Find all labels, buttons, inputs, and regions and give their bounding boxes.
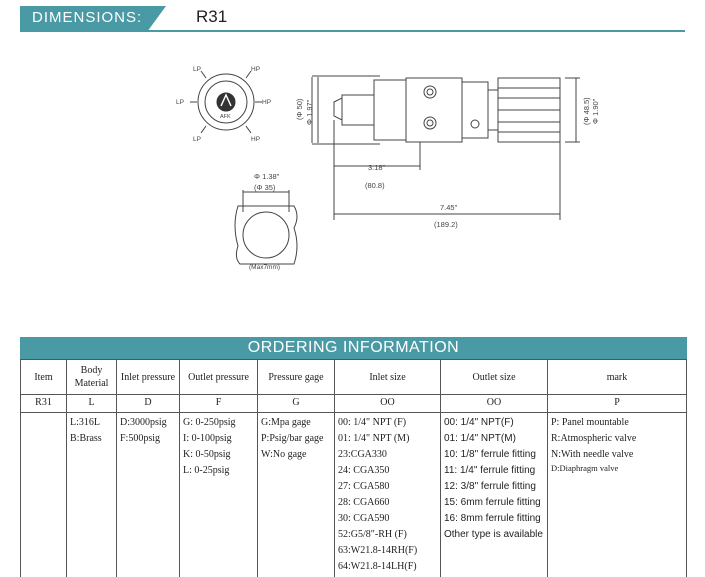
options-mark: P: Panel mountable R:Atmospheric valve N… [547,412,687,577]
list-item: 11: 1/4" ferrule fitting [444,465,536,476]
code-outlet-pressure: F [179,394,258,413]
list-item: F:500psig [120,433,161,444]
panel-hole-dim-mm: (Φ 35) [254,183,276,192]
list-item: R:Atmospheric valve [551,433,637,444]
body-diameter-mm: (Φ 50) [295,98,304,120]
length1-in: 3.18" [368,163,386,172]
list-item: I: 0-100psig [183,433,232,444]
list-item: 10: 1/8" ferrule fitting [444,449,536,460]
list-item: 30: CGA590 [338,513,390,524]
list-item: G: 0-250psig [183,417,236,428]
list-item: B:Brass [70,433,102,444]
gauge-brand: AFK [220,114,231,120]
gauge-front-view [190,70,262,134]
list-item: 27: CGA580 [338,481,390,492]
gauge-label-lp-top: LP [193,66,201,73]
list-item: 15: 6mm ferrule fitting [444,497,541,508]
code-mark: P [547,394,687,413]
model-code: R31 [196,7,228,26]
table-code-row: R31 L D F G OO OO P [20,394,687,413]
col-header-outlet-size: Outlet size [440,359,548,395]
length1-mm: (80.8) [365,181,385,190]
length2-mm: (189.2) [434,220,458,229]
list-item: K: 0-50psig [183,449,231,460]
table-options-row: L:316L B:Brass D:3000psig F:500psig G: 0… [20,412,687,577]
table-header-row: Item Body Material Inlet pressure Outlet… [20,359,687,395]
list-item: 00: 1/4" NPT(F) [444,417,514,428]
list-item: 52:G5/8"-RH (F) [338,529,407,540]
section-header: DIMENSIONS: R31 [20,6,685,34]
gauge-label-lp-left: LP [176,99,184,106]
code-body-material: L [66,394,117,413]
options-body-material: L:316L B:Brass [66,412,117,577]
gauge-label-hp-right: HP [262,99,271,106]
ordering-table: Item Body Material Inlet pressure Outlet… [20,359,687,577]
code-outlet-size: OO [440,394,548,413]
gauge-label-lp-bottom: LP [193,136,201,143]
col-header-item: Item [20,359,67,395]
col-header-mark: mark [547,359,687,395]
regulator-side-view [311,75,580,220]
outlet-diameter-mm: (Φ 48.5) [582,97,591,125]
options-inlet-size: 00: 1/4" NPT (F) 01: 1/4" NPT (M) 23:CGA… [334,412,441,577]
list-item: D:3000psig [120,417,167,428]
list-item: 01: 1/4" NPT (M) [338,433,410,444]
ordering-title: ORDERING INFORMATION [20,337,687,359]
list-item: 63:W21.8-14RH(F) [338,545,418,556]
code-item: R31 [20,394,67,413]
options-item [20,412,67,577]
panel-hole-dim-in: Φ 1.38" [254,172,280,181]
dimensions-badge: DIMENSIONS: [20,6,166,30]
options-inlet-pressure: D:3000psig F:500psig [116,412,180,577]
list-item: L:316L [70,417,100,428]
list-item: Other type is available [444,529,543,540]
list-item: 01: 1/4" NPT(M) [444,433,516,444]
list-item: 12: 3/8" ferrule fitting [444,481,536,492]
list-item: W:No gage [261,449,307,460]
options-outlet-pressure: G: 0-250psig I: 0-100psig K: 0-50psig L:… [179,412,258,577]
list-item: 24: CGA350 [338,465,390,476]
gauge-label-hp-bottom: HP [251,136,260,143]
header-rule [20,30,685,32]
list-item: 16: 8mm ferrule fitting [444,513,541,524]
col-header-outlet-pressure: Outlet pressure [179,359,258,395]
list-item: N:With needle valve [551,449,634,460]
list-item: D:Diaphragm valve [551,463,619,473]
col-header-inlet-size: Inlet size [334,359,441,395]
col-header-inlet-pressure: Inlet pressure [116,359,180,395]
list-item: P: Panel mountable [551,417,629,428]
gauge-label-hp-top: HP [251,66,260,73]
code-inlet-size: OO [334,394,441,413]
panel-thickness-note: (Max7mm) [249,264,280,271]
col-header-body-material: Body Material [66,359,117,395]
col-header-pressure-gage: Pressure gage [257,359,335,395]
ordering-information: ORDERING INFORMATION Item Body Material … [20,337,687,577]
outlet-diameter-in: Φ 1.90" [591,98,600,124]
options-outlet-size: 00: 1/4" NPT(F) 01: 1/4" NPT(M) 10: 1/8"… [440,412,548,577]
panel-cutout-view [234,190,298,265]
list-item: 64:W21.8-14LH(F) [338,561,417,572]
list-item: 28: CGA660 [338,497,390,508]
list-item: 23:CGA330 [338,449,387,460]
list-item: L: 0-25psig [183,465,230,476]
length2-in: 7.45" [440,203,458,212]
list-item: G:Mpa gage [261,417,311,428]
technical-drawing: LP HP LP HP LP HP AFK Φ 1.38" (Φ 35) (Ma… [176,66,600,271]
code-inlet-pressure: D [116,394,180,413]
list-item: P:Psig/bar gage [261,433,324,444]
code-pressure-gage: G [257,394,335,413]
list-item: 00: 1/4" NPT (F) [338,417,407,428]
body-diameter-in: Φ 1.97" [305,99,314,125]
options-pressure-gage: G:Mpa gage P:Psig/bar gage W:No gage [257,412,335,577]
